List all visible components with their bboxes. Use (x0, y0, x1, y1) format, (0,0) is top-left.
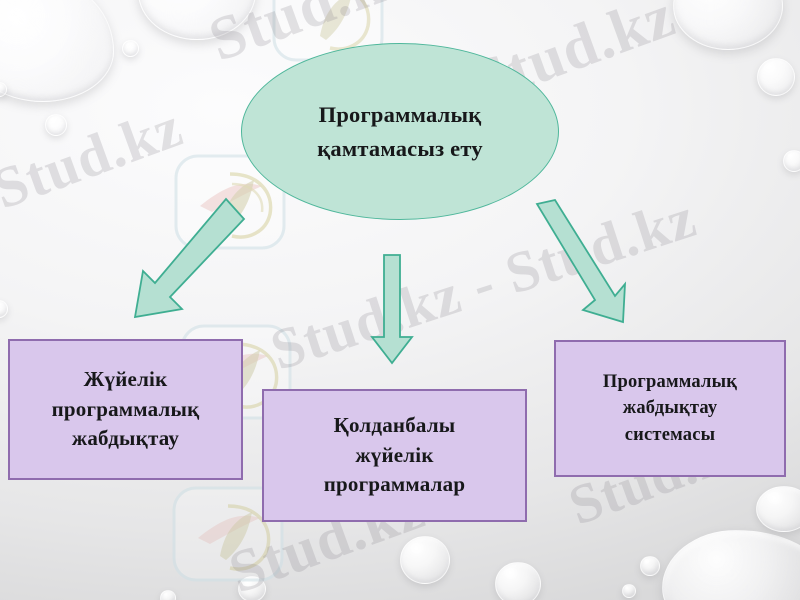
droplet-right-upper (757, 58, 795, 96)
node-line-2: программалық (51, 396, 200, 421)
droplet-bottom-center-left (495, 562, 541, 600)
droplet-bottom-right-mid (756, 486, 800, 532)
node-line-1: Программалық (602, 372, 738, 393)
droplet-left-lower (0, 300, 8, 318)
diagram-node-software-system-label: Программалық жабдықтау системасы (597, 369, 743, 448)
droplet-small-mid-left (45, 114, 67, 136)
floral-logo-watermark-3 (172, 486, 284, 582)
droplet-large-topleft (0, 0, 114, 102)
diagram-node-system-software[interactable]: Жүйелік программалық жабдықтау (8, 339, 243, 480)
arrow-down-right (535, 198, 627, 324)
node-line-1: Жүйелік (83, 366, 168, 391)
diagram-node-software-system[interactable]: Программалық жабдықтау системасы (554, 340, 786, 477)
droplet-bottom-center (400, 536, 450, 584)
diagram-node-application-programs-label: Қолданбалы жүйелік программалар (318, 411, 472, 500)
droplet-bottom-left-tiny (160, 590, 176, 600)
node-line-1: Қолданбалы (333, 412, 456, 437)
droplet-right-mid (783, 150, 800, 172)
droplet-small-upper (122, 40, 139, 57)
diagram-node-application-programs[interactable]: Қолданбалы жүйелік программалар (262, 389, 527, 522)
droplet-bottom-small-a (640, 556, 660, 576)
diagram-node-system-software-label: Жүйелік программалық жабдықтау (46, 365, 206, 454)
diagram-root-node[interactable]: Программалық қамтамасыз ету (241, 43, 559, 220)
diagram-root-line-1: Программалық (318, 102, 482, 128)
droplet-bottom-large (662, 530, 800, 600)
node-line-3: программалар (323, 472, 466, 497)
node-line-3: жабдықтау (71, 426, 180, 451)
node-line-2: жүйелік (355, 442, 434, 467)
node-line-3: системасы (624, 424, 716, 445)
droplet-bottom-small-b (622, 584, 636, 598)
arrow-down (370, 254, 414, 365)
droplet-top-right-big (673, 0, 783, 50)
arrow-down-left (133, 197, 246, 319)
diagram-root-line-2: қамтамасыз ету (317, 135, 483, 161)
diagram-root-label: Программалық қамтамасыз ету (317, 98, 483, 165)
node-line-2: жабдықтау (622, 398, 718, 419)
